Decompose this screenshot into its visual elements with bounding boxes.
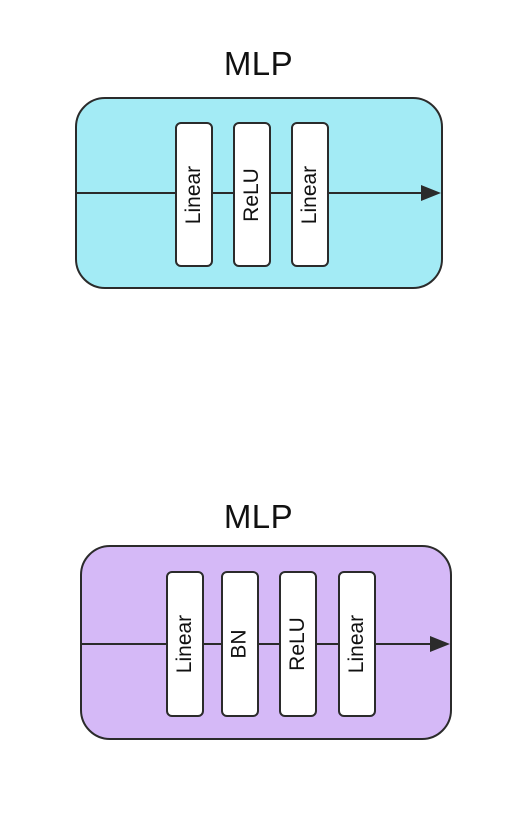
mlp-diagram-1: MLP Linear ReLU Linear — [0, 0, 517, 300]
mlp-panel: Linear BN ReLU Linear — [80, 545, 452, 740]
layer-block-relu: ReLU — [233, 122, 271, 267]
layer-block-linear: Linear — [175, 122, 213, 267]
layer-label: Linear — [345, 614, 369, 674]
layer-block-linear: Linear — [338, 571, 376, 717]
layer-label: BN — [228, 629, 251, 659]
layer-block-relu: ReLU — [279, 571, 317, 717]
arrow-head — [430, 636, 450, 652]
layer-block-linear: Linear — [291, 122, 329, 267]
layer-block-bn: BN — [221, 571, 259, 717]
layer-label: ReLU — [286, 617, 310, 671]
diagram-title: MLP — [223, 45, 294, 82]
diagram-title: MLP — [223, 498, 294, 535]
layer-label: Linear — [173, 614, 197, 674]
layer-block-linear: Linear — [166, 571, 204, 717]
arrow-head — [421, 185, 441, 201]
mlp-panel: Linear ReLU Linear — [75, 97, 443, 289]
